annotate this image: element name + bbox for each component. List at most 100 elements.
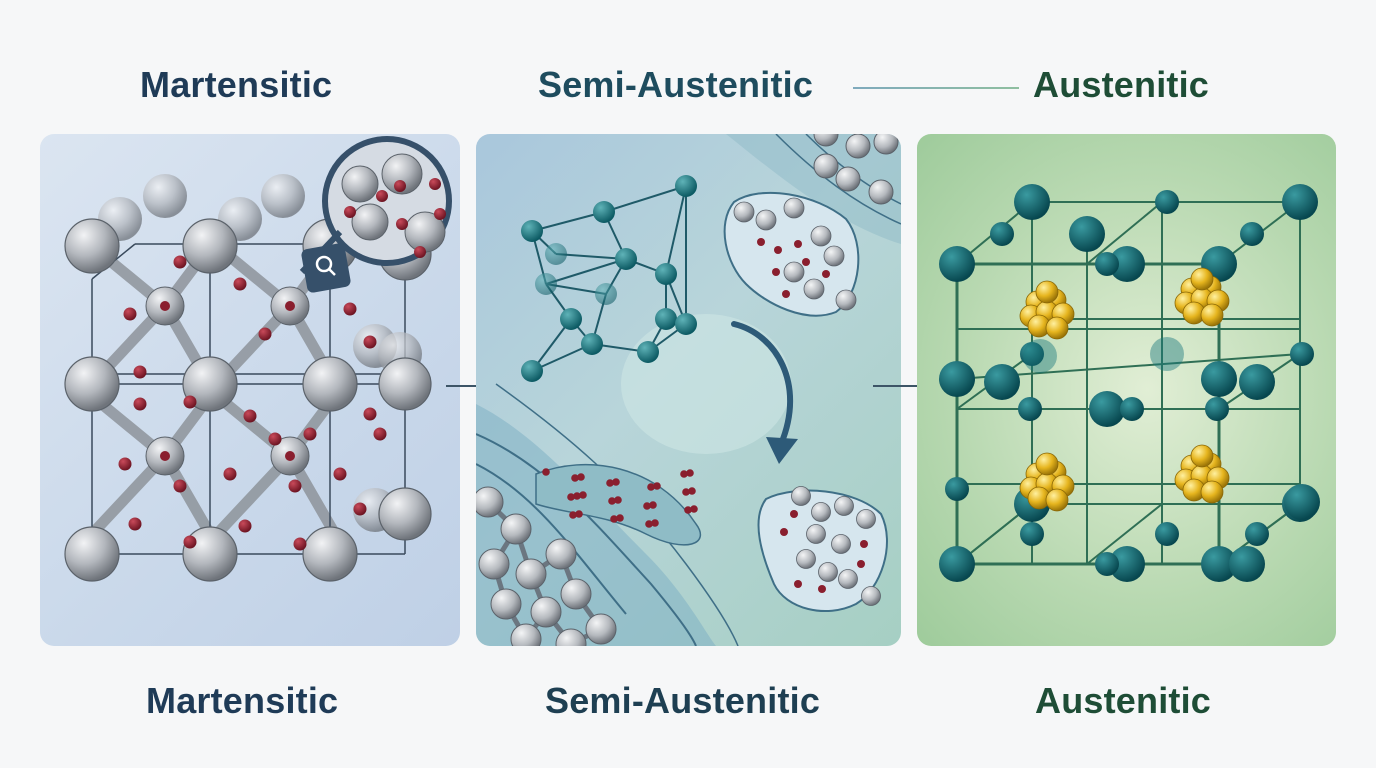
martensitic-lattice — [64, 136, 452, 582]
lattice-atom — [560, 308, 582, 330]
gold-atom — [1045, 316, 1069, 340]
lattice-atom — [545, 243, 567, 265]
iron-atom — [530, 596, 562, 628]
lattice-atom — [939, 546, 975, 582]
carbon-atom — [173, 255, 187, 269]
carbon-atom — [653, 482, 661, 490]
iron-atom — [845, 134, 871, 159]
carbon-atom — [133, 397, 147, 411]
carbon-atom — [303, 427, 317, 441]
carbon-atom — [647, 483, 655, 491]
iron-atom — [351, 203, 389, 241]
title-martensitic-top: Martensitic — [140, 64, 333, 105]
iron-atom — [733, 201, 755, 223]
lattice-atom — [521, 360, 543, 382]
austenitic-lattice — [939, 184, 1320, 582]
carbon-atom — [429, 178, 441, 190]
lattice-atom — [1095, 552, 1119, 576]
iron-atom — [378, 357, 432, 411]
iron-atom — [834, 496, 854, 516]
lattice-atom — [675, 175, 697, 197]
iron-atom — [261, 174, 305, 218]
lattice-atom — [637, 341, 659, 363]
lattice-atom — [1120, 397, 1144, 421]
carbon-atom — [123, 307, 137, 321]
iron-atom — [302, 356, 358, 412]
lattice-atom — [939, 361, 975, 397]
iron-atom — [796, 549, 816, 569]
lattice-atom — [655, 263, 677, 285]
carbon-atom — [293, 537, 307, 551]
carbon-atom — [285, 301, 295, 311]
carbon-atom — [363, 335, 377, 349]
iron-atom — [182, 356, 238, 412]
lattice-atom — [945, 477, 969, 501]
iron-atom — [813, 153, 839, 179]
carbon-atom — [128, 517, 142, 531]
iron-atom — [500, 513, 532, 545]
gold-atom — [1200, 303, 1224, 327]
carbon-atom — [394, 180, 406, 192]
carbon-atom — [818, 585, 826, 593]
iron-atom — [873, 134, 899, 155]
lattice-atom — [535, 273, 557, 295]
lattice-atom — [1201, 361, 1237, 397]
iron-atom — [341, 165, 379, 203]
iron-atom — [803, 278, 825, 300]
carbon-atom — [183, 535, 197, 549]
carbon-atom — [434, 208, 446, 220]
title-semi-austenitic-top: Semi-Austenitic — [538, 64, 814, 105]
iron-atom — [835, 166, 861, 192]
carbon-atom — [857, 560, 865, 568]
carbon-atom — [682, 488, 690, 496]
carbon-atom — [344, 206, 356, 218]
carbon-atom — [612, 478, 620, 486]
lattice-atom — [990, 222, 1014, 246]
title-martensitic-bottom: Martensitic — [146, 680, 339, 721]
lattice-atom — [1240, 222, 1264, 246]
lattice-atom — [1020, 342, 1044, 366]
carbon-atom — [183, 395, 197, 409]
iron-atom — [806, 524, 826, 544]
iron-atom — [585, 613, 617, 645]
carbon-atom — [645, 520, 653, 528]
carbon-atom — [333, 467, 347, 481]
title-semi-austenitic-bottom: Semi-Austenitic — [545, 680, 821, 721]
lattice-atom — [1018, 397, 1042, 421]
carbon-atom — [649, 501, 657, 509]
carbon-atom — [258, 327, 272, 341]
lattice-atom — [521, 220, 543, 242]
lattice-atom — [1023, 339, 1057, 373]
iron-atom — [64, 356, 120, 412]
panel-connector-left — [446, 385, 480, 387]
carbon-atom — [567, 493, 575, 501]
carbon-atom — [790, 510, 798, 518]
carbon-atom — [651, 519, 659, 527]
lattice-atom — [1089, 391, 1125, 427]
iron-atom — [478, 548, 510, 580]
iron-atom — [783, 197, 805, 219]
carbon-atom — [353, 502, 367, 516]
iron-atom — [868, 179, 894, 205]
lattice-atom — [1014, 184, 1050, 220]
carbon-atom — [575, 510, 583, 518]
iron-atom — [835, 289, 857, 311]
iron-atom — [810, 225, 832, 247]
lattice-atom — [1069, 216, 1105, 252]
lattice-atom — [1201, 546, 1237, 582]
carbon-atom — [614, 496, 622, 504]
lattice-atom — [675, 313, 697, 335]
carbon-atom — [133, 365, 147, 379]
lattice-atom — [1155, 522, 1179, 546]
carbon-atom — [690, 505, 698, 513]
carbon-atom — [616, 514, 624, 522]
carbon-atom — [794, 240, 802, 248]
lattice-atom — [1109, 246, 1145, 282]
iron-atom — [381, 153, 423, 195]
carbon-atom — [285, 451, 295, 461]
gold-atom — [1190, 267, 1214, 291]
iron-atom — [560, 578, 592, 610]
carbon-atom — [772, 268, 780, 276]
carbon-atom — [606, 479, 614, 487]
lattice-atom — [593, 201, 615, 223]
